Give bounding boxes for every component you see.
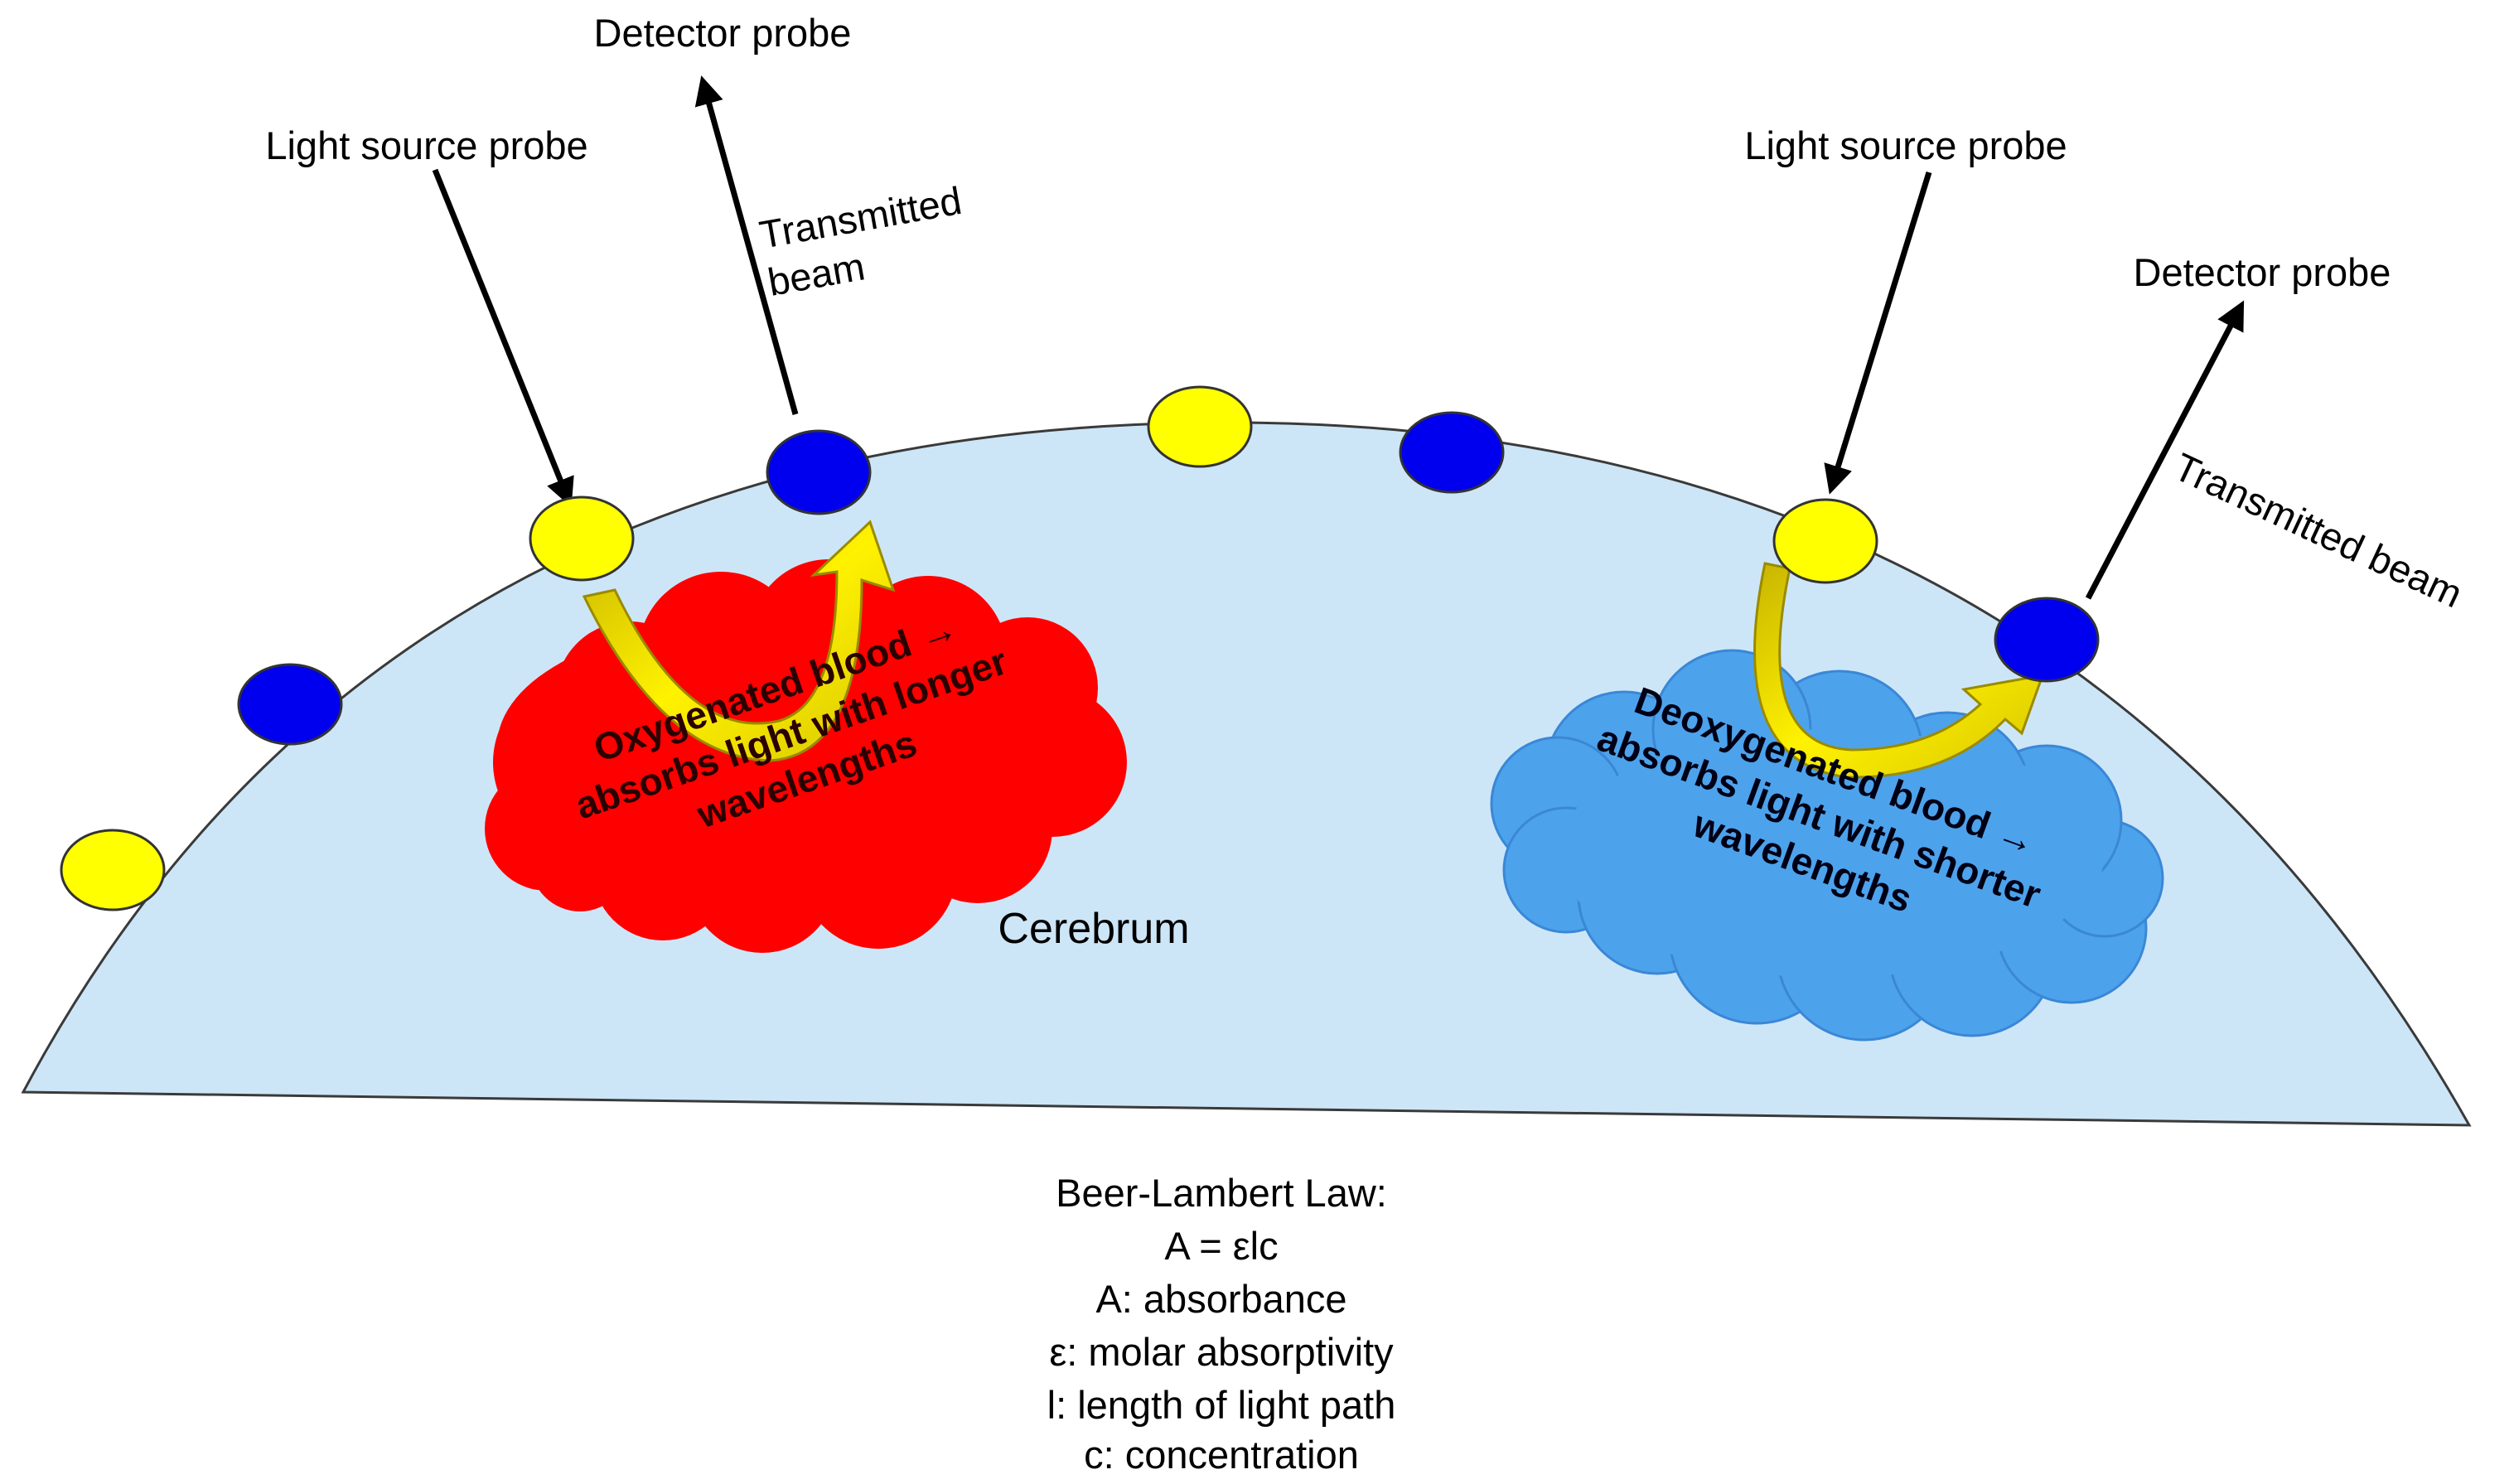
detector-probe xyxy=(237,663,343,746)
deoxygenated-cloud-fill xyxy=(1558,729,2105,978)
beer-lambert-formula: A = εlc xyxy=(1164,1224,1278,1268)
right-source-label: Light source probe xyxy=(1744,123,2067,167)
right-detector-label: Detector probe xyxy=(2134,250,2391,294)
detector-probe xyxy=(1994,597,2100,683)
beer-lambert-absorbance: A: absorbance xyxy=(1095,1277,1346,1321)
source-probe xyxy=(60,829,166,911)
beer-lambert-concentration: c: concentration xyxy=(1084,1433,1359,1477)
right-light-path-arrow xyxy=(1753,562,2045,779)
left-source-label: Light source probe xyxy=(265,123,587,167)
source-probe xyxy=(529,495,635,582)
right-transmitted-label: Transmitted beam xyxy=(2168,444,2469,616)
left-transmitted-arrow xyxy=(694,75,799,415)
detector-probe xyxy=(1399,411,1505,494)
right-transmitted-arrow xyxy=(2085,300,2245,600)
beer-lambert-title: Beer-Lambert Law: xyxy=(1056,1171,1387,1215)
left-transmitted-label: Transmitted beam xyxy=(757,178,965,304)
beer-lambert-length: l: length of light path xyxy=(1047,1383,1396,1427)
left-light-path-arrow xyxy=(582,520,896,762)
right-source-arrow xyxy=(1824,171,1932,495)
cerebrum-label: Cerebrum xyxy=(998,905,1189,953)
oxygenated-blood-cloud xyxy=(485,559,1127,953)
beer-lambert-absorptivity: ε: molar absorptivity xyxy=(1049,1330,1394,1374)
left-source-arrow xyxy=(432,168,574,508)
source-probe xyxy=(1772,498,1878,584)
detector-probe xyxy=(766,429,872,515)
left-detector-label: Detector probe xyxy=(594,11,852,55)
beer-lambert-block: Beer-Lambert Law: A = εlc A: absorbance … xyxy=(1047,1171,1396,1477)
source-probe xyxy=(1147,385,1253,468)
